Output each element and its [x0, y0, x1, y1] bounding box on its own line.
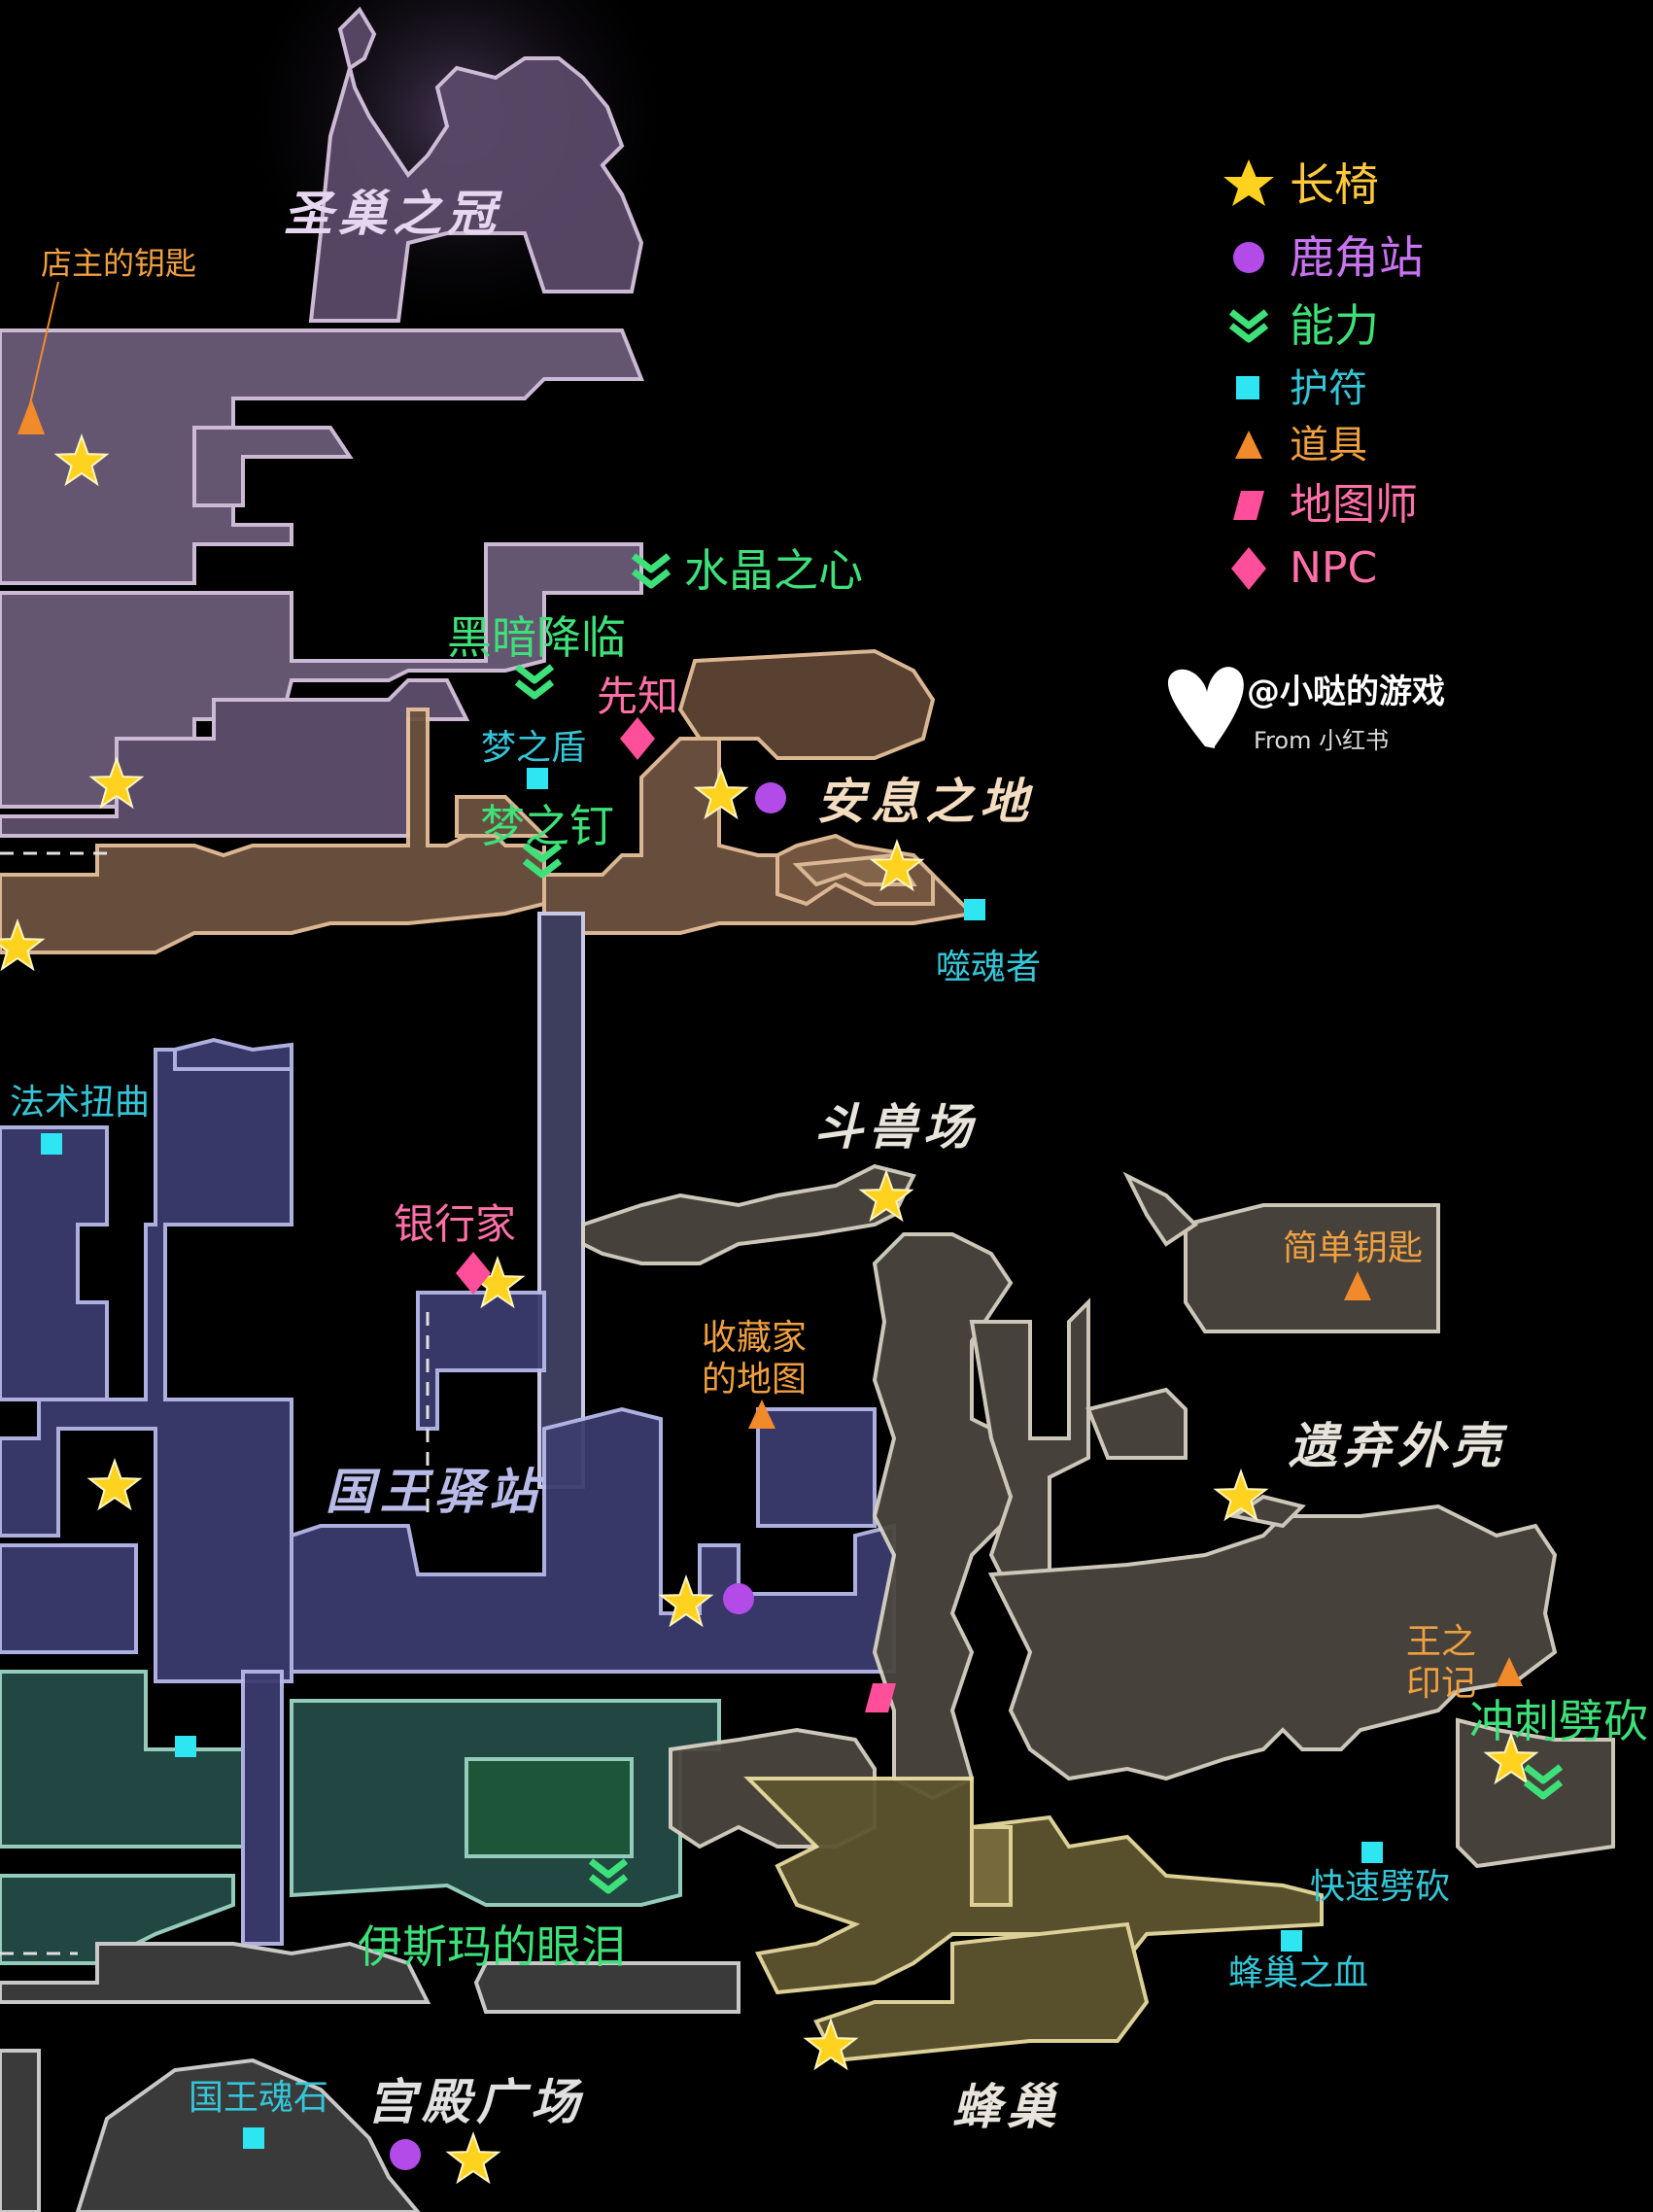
npc-marker[interactable]: [620, 717, 655, 760]
bench-star-marker[interactable]: [658, 1574, 714, 1628]
region-rest-grounds: 安息之地: [816, 773, 1034, 830]
ability-marker[interactable]: [514, 664, 555, 700]
region-kings-station: 国王驿站: [326, 1463, 543, 1520]
charm-markers: [41, 768, 1383, 2149]
palace-grounds-zone: [0, 1941, 740, 2212]
charm-marker[interactable]: [41, 1133, 62, 1155]
item-marker[interactable]: [1344, 1271, 1371, 1300]
crown-zone: [0, 6, 644, 838]
item-simple-key: 简单钥匙: [1283, 1228, 1424, 1268]
legend-ability: 能力: [1220, 296, 1379, 355]
region-crown: 圣巢之冠: [284, 185, 501, 242]
npc-banker: 银行家: [394, 1200, 517, 1248]
item-marker[interactable]: [1496, 1657, 1523, 1686]
charm-hiveblood: 蜂巢之血: [1228, 1953, 1369, 1993]
bench-star-marker[interactable]: [693, 767, 749, 820]
stag-station-marker[interactable]: [390, 2139, 421, 2170]
resting-grounds-zone: [0, 648, 977, 954]
elevator-shaft: [537, 912, 585, 1489]
watermark-source: From 小红书: [1254, 727, 1390, 754]
charm-marker[interactable]: [964, 899, 985, 920]
stag-markers: [390, 782, 786, 2170]
leader-line: [28, 281, 59, 409]
hive-zone: [743, 1777, 1324, 2063]
ability-dash-slash: 冲刺劈砍: [1469, 1695, 1648, 1747]
double-chevron-icon: [1228, 309, 1269, 343]
legend-bench-label: 长椅: [1290, 158, 1379, 211]
stag-station-marker[interactable]: [755, 782, 786, 813]
ability-crystal-heart: 水晶之心: [684, 544, 863, 597]
ability-dream-nail: 梦之钉: [480, 800, 614, 852]
legend-npc: NPC: [1220, 539, 1377, 598]
circle-icon: [1233, 242, 1264, 273]
region-palace-grounds: 宫殿广场: [367, 2073, 585, 2130]
item-marker[interactable]: [748, 1400, 775, 1429]
region-abandoned-shell: 遗弃外壳: [1289, 1417, 1506, 1474]
diamond-icon: [1231, 547, 1266, 590]
star-icon: [1223, 159, 1274, 206]
legend-stag-label: 鹿角站: [1290, 231, 1424, 284]
ability-marker[interactable]: [588, 1858, 629, 1894]
ability-marker[interactable]: [522, 843, 563, 879]
charm-quick-slash: 快速劈砍: [1310, 1867, 1451, 1907]
charm-dreamshield: 梦之盾: [481, 728, 587, 768]
item-shopkeeper-key: 店主的钥匙: [41, 245, 197, 282]
npc-markers: [456, 717, 655, 1295]
charm-marker[interactable]: [1361, 1842, 1383, 1863]
legend-ability-label: 能力: [1290, 299, 1379, 352]
bench-star-marker[interactable]: [445, 2131, 501, 2185]
charm-marker[interactable]: [243, 2127, 264, 2149]
legend-item: 道具: [1220, 416, 1367, 474]
item-marker[interactable]: [17, 398, 45, 434]
bench-star-marker[interactable]: [803, 2018, 859, 2071]
parallelogram-icon: [1233, 491, 1264, 520]
passage-lines: [0, 851, 430, 1955]
map-seller-marker[interactable]: [865, 1683, 896, 1712]
legend-stag: 鹿角站: [1220, 228, 1424, 287]
item-collectors-map: 收藏家 的地图: [702, 1318, 808, 1400]
region-hive: 蜂巢: [952, 2078, 1061, 2135]
ability-marker[interactable]: [631, 553, 672, 589]
bench-star-marker[interactable]: [1213, 1469, 1269, 1522]
legend-charm: 护符: [1220, 360, 1367, 418]
charm-soul-eater: 噬魂者: [936, 948, 1042, 987]
bench-markers: [0, 433, 1539, 2185]
bench-star-marker[interactable]: [0, 918, 46, 972]
watermark-handle: @小哒的游戏: [1247, 673, 1445, 711]
region-colosseum: 斗兽场: [814, 1098, 978, 1156]
square-icon: [1236, 376, 1259, 399]
bench-star-marker[interactable]: [53, 433, 110, 487]
heart-logo-icon: [1167, 667, 1244, 748]
ability-isma-tear: 伊斯玛的眼泪: [358, 1920, 626, 1973]
bench-star-marker[interactable]: [869, 839, 925, 892]
legend-bench: 长椅: [1220, 156, 1379, 214]
ability-markers: [514, 553, 1564, 1894]
charm-marker[interactable]: [527, 768, 548, 789]
ability-marker[interactable]: [1523, 1764, 1564, 1800]
legend-item-label: 道具: [1290, 423, 1367, 467]
bench-star-marker[interactable]: [88, 756, 145, 810]
legend-npc-label: NPC: [1290, 543, 1378, 593]
npc-seer: 先知: [597, 673, 679, 720]
ability-descending-dark: 黑暗降临: [447, 611, 626, 664]
charm-kingsoul: 国王魂石: [189, 2078, 329, 2118]
bench-star-marker[interactable]: [86, 1458, 143, 1511]
charm-marker[interactable]: [175, 1736, 196, 1757]
npc-marker[interactable]: [456, 1252, 491, 1295]
bench-star-marker[interactable]: [1483, 1732, 1539, 1785]
colosseum-zone: [581, 1163, 1615, 1869]
charm-spell-twister: 法术扭曲: [10, 1083, 151, 1123]
item-kings-brand: 王之 印记: [1406, 1622, 1477, 1705]
bench-star-marker[interactable]: [858, 1169, 914, 1223]
stag-station-marker[interactable]: [723, 1583, 754, 1614]
triangle-icon: [1235, 431, 1262, 459]
royal-waterways-zone: [0, 1670, 721, 1965]
legend-charm-label: 护符: [1290, 366, 1367, 411]
item-markers: [17, 398, 1523, 1686]
charm-marker[interactable]: [1281, 1930, 1302, 1952]
legend-map-seller: 地图师: [1220, 476, 1418, 535]
legend-map-seller-label: 地图师: [1290, 480, 1418, 530]
